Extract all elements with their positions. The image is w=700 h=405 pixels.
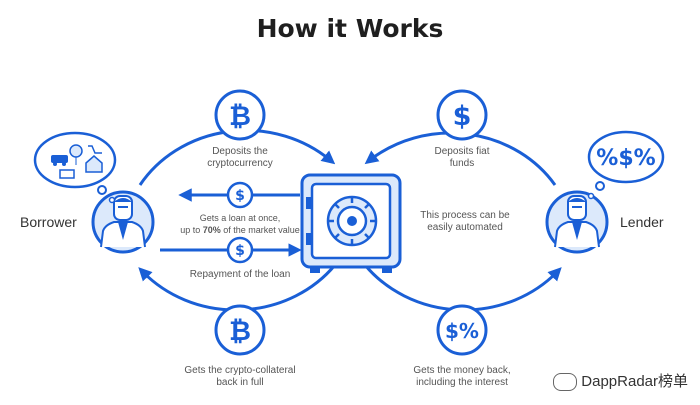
money-back-label: Gets the money back,including the intere… [413, 365, 511, 388]
bitcoin-deposit-icon: ₿ [214, 89, 266, 141]
laptop-icon [59, 169, 75, 179]
bitcoin-return-icon: ₿ [214, 304, 266, 356]
svg-text:$: $ [235, 243, 245, 259]
house-icon [85, 155, 103, 173]
car-icon [51, 155, 68, 166]
borrower-thought-bubble [33, 131, 117, 204]
repayment-dollar-icon: $ [226, 236, 254, 264]
svg-text:₿: ₿ [229, 316, 251, 347]
svg-text:₿: ₿ [229, 101, 251, 132]
lender-label: Lender [620, 214, 664, 230]
watermark: DappRadar榜单 [553, 370, 688, 391]
dollar-percent-icon: $% [436, 304, 488, 356]
borrower-label: Borrower [20, 214, 77, 230]
wechat-icon [553, 373, 578, 391]
vault-icon [300, 173, 402, 273]
repayment-label: Repayment of the loan [189, 269, 291, 280]
borrower-avatar [91, 190, 155, 254]
balloon-icon [69, 144, 83, 165]
lender-thought-bubble: %$% [587, 130, 665, 200]
percent-dollar-icon: %$% [596, 146, 655, 171]
page-title: How it Works [256, 14, 444, 43]
svg-text:$: $ [235, 188, 245, 204]
lender-avatar [545, 190, 609, 254]
loan-dollar-icon: $ [226, 181, 254, 209]
svg-text:$%: $% [445, 319, 479, 343]
loan-label: Gets a loan at once, up to 70% of the ma… [180, 213, 300, 235]
dollar-deposit-icon: $ [436, 89, 488, 141]
svg-text:$: $ [453, 101, 472, 132]
cart-icon [88, 145, 102, 154]
